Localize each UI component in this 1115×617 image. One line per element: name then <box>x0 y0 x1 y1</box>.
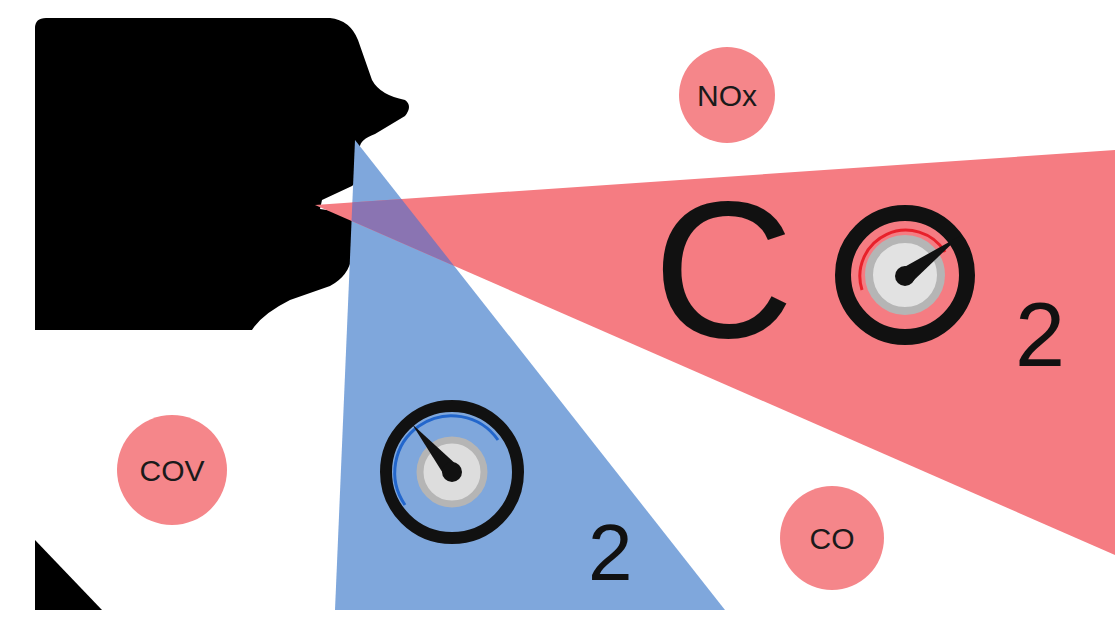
exhale-beam <box>315 150 1115 555</box>
gas-bubble: CO <box>780 486 884 590</box>
co2-letter: C <box>653 172 794 367</box>
o2-gauge <box>386 406 518 538</box>
gas-bubble: COV <box>117 415 227 525</box>
gas-name: NOx <box>697 79 757 112</box>
co2-subscript: 2 <box>1015 290 1065 380</box>
gas-bubble: NOx <box>679 47 775 143</box>
beam-overlap <box>315 150 1115 555</box>
co2-gauge <box>843 213 967 337</box>
o2-subscript: 2 <box>588 513 633 593</box>
shoulder-silhouette <box>35 540 102 610</box>
gas-name: CO <box>810 522 855 555</box>
gas-name: COV <box>139 454 204 487</box>
